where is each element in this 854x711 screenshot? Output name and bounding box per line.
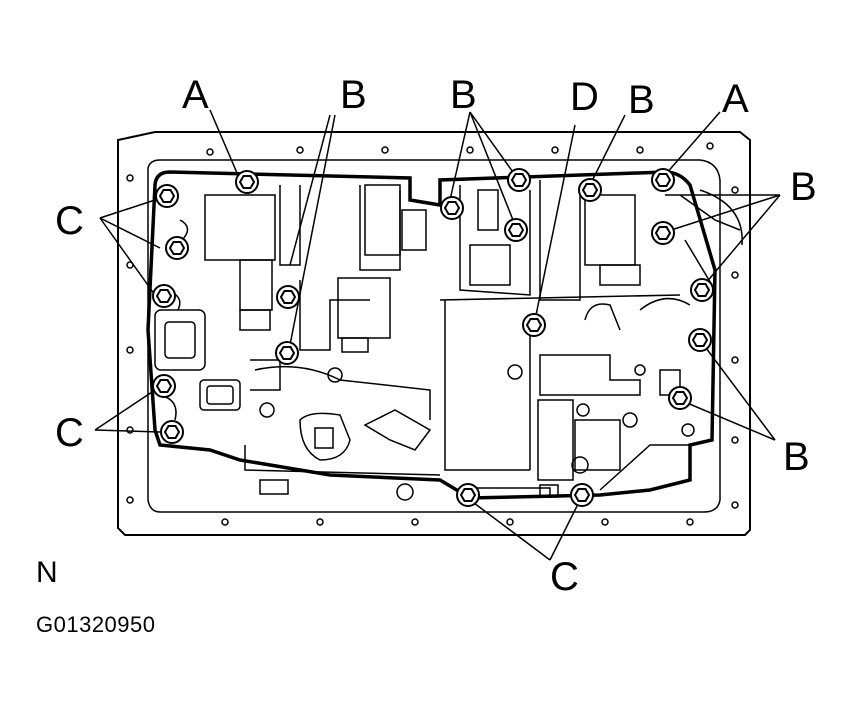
callout-b-top-right: B — [628, 78, 655, 122]
valve-body-detail — [154, 180, 743, 501]
bolt-c-3 — [152, 284, 176, 308]
bolt-c-5 — [160, 420, 184, 444]
callout-a-top-left: A — [182, 73, 209, 117]
oil-pan-flange — [117, 131, 751, 536]
callout-b-right-lower: B — [783, 435, 810, 479]
bolt-a-1 — [235, 170, 259, 194]
bolt-c-7 — [570, 483, 594, 507]
callout-c-left-upper: C — [55, 199, 84, 243]
bolt-c-2 — [165, 236, 189, 260]
valve-body-outline — [146, 170, 717, 500]
bolt-d — [522, 313, 546, 337]
flange-holes — [126, 142, 739, 526]
bolt-c-1 — [155, 184, 179, 208]
callout-b-top-mid: B — [450, 73, 477, 117]
callout-c-bottom: C — [550, 555, 579, 599]
callout-a-top-right: A — [722, 77, 749, 121]
figure-code: G01320950 — [36, 612, 156, 637]
bolt-b-8 — [690, 278, 714, 302]
bolt-b-7 — [651, 221, 675, 245]
bolt-b-9 — [688, 328, 712, 352]
bolt-b-2 — [275, 341, 299, 365]
callout-d-top: D — [570, 75, 599, 119]
oil-pan-inner-rim — [147, 159, 721, 513]
bolt-b-10 — [668, 386, 692, 410]
orientation-label: N — [36, 556, 58, 589]
bolt-b-4 — [507, 168, 531, 192]
callout-b-right-upper: B — [790, 165, 817, 209]
bolt-b-6 — [578, 178, 602, 202]
bolt-c-6 — [456, 483, 480, 507]
bolt-a-2 — [651, 168, 675, 192]
leader-lines — [94, 109, 781, 561]
bolt-b-1 — [276, 285, 300, 309]
bolts — [152, 168, 714, 507]
bolt-c-4 — [152, 374, 176, 398]
bolt-b-3 — [440, 196, 464, 220]
callout-c-left-lower: C — [55, 411, 84, 455]
callout-b-top-left: B — [340, 73, 367, 117]
callout-labels: A B B D B A C C B B C — [55, 73, 817, 599]
bolt-b-5 — [504, 218, 528, 242]
